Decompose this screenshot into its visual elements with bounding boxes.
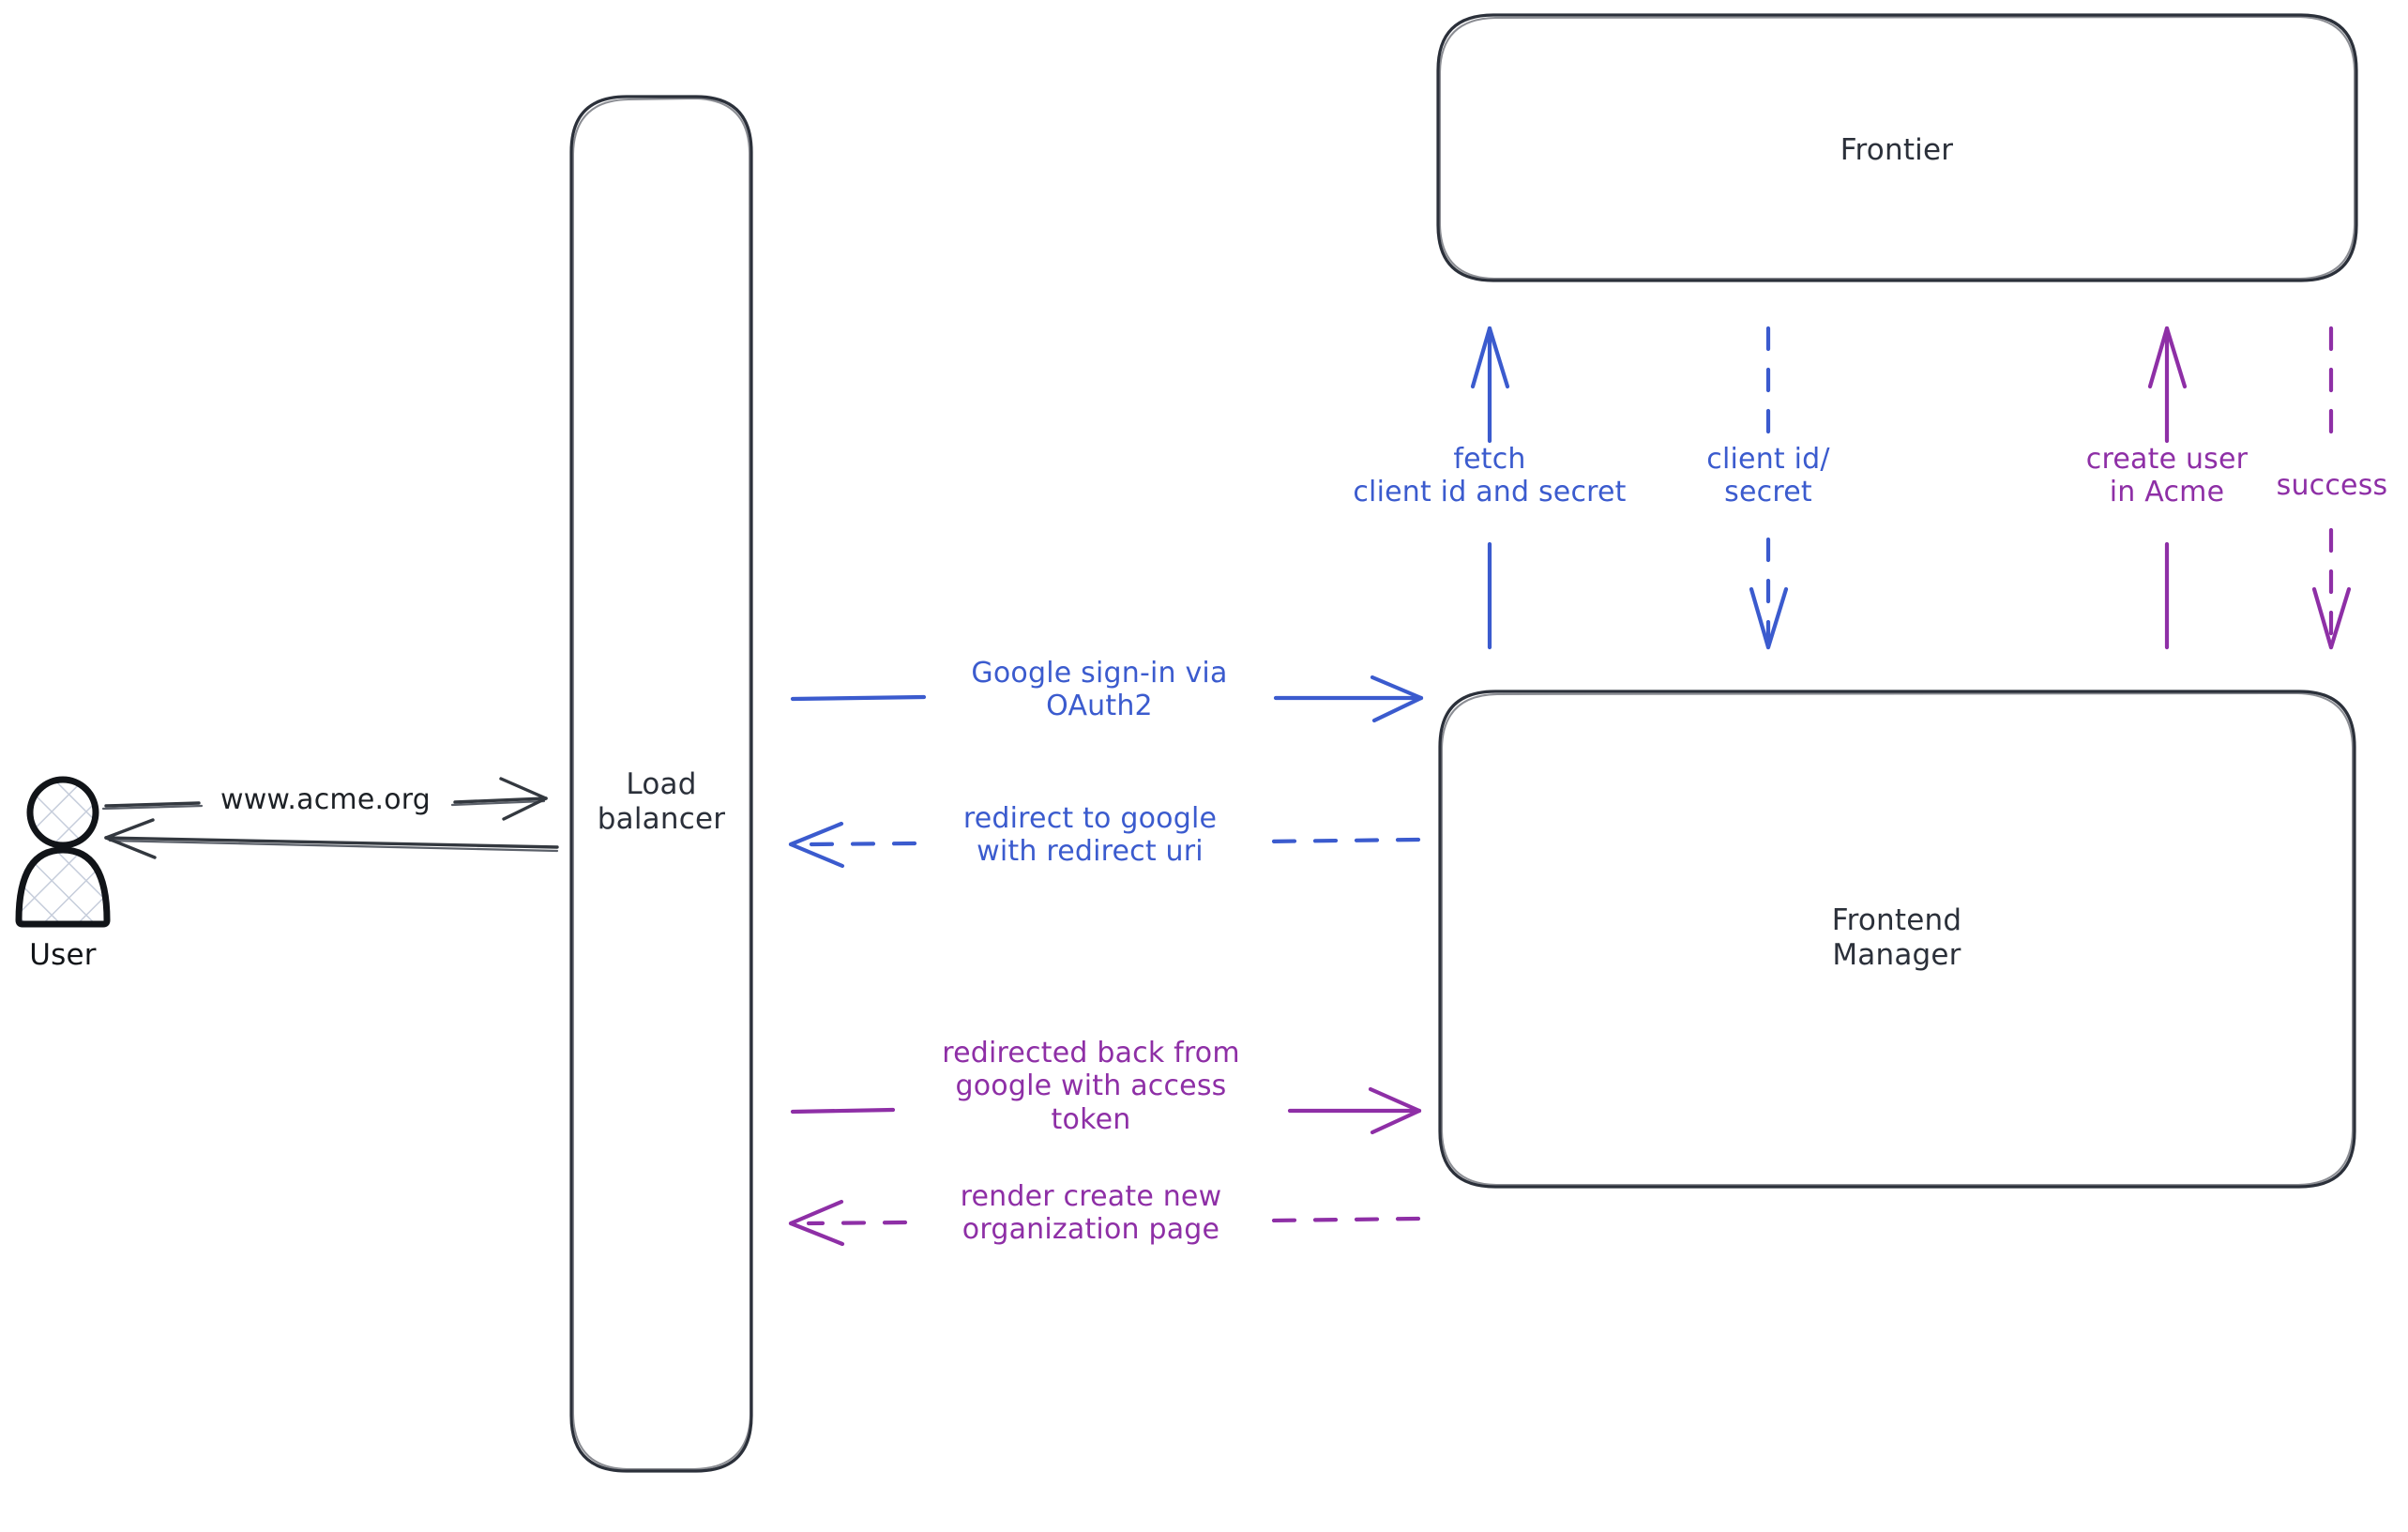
- node-frontier[interactable]: [1436, 13, 2358, 282]
- edge-label-render-create-org: render create new organization page: [960, 1180, 1222, 1247]
- edge-label-fetch-client-id: fetch client id and secret: [1353, 443, 1627, 509]
- edge-label-google-signin: Google sign-in via OAuth2: [971, 657, 1228, 723]
- edge-user-to-lb[interactable]: [101, 777, 548, 821]
- node-load-balancer[interactable]: [569, 95, 753, 1473]
- edge-fm-to-lb-render[interactable]: [788, 1199, 1421, 1247]
- edge-label-client-id-secret: client id/ secret: [1706, 443, 1830, 509]
- edge-fm-to-frontier-create[interactable]: [2147, 326, 2188, 650]
- node-frontier-label: Frontier: [1840, 133, 1954, 167]
- edge-label-success: success: [2276, 469, 2388, 502]
- edge-label-redirect-to-google: redirect to google with redirect uri: [962, 802, 1218, 869]
- node-frontend-manager[interactable]: [1438, 690, 2356, 1189]
- edge-label-user-to-lb: www.acme.org: [220, 783, 432, 816]
- edge-frontier-to-fm-creds[interactable]: [1749, 326, 1789, 650]
- actor-user[interactable]: [15, 776, 111, 928]
- edge-lb-to-fm-token[interactable]: [790, 1086, 1422, 1135]
- edge-frontier-to-fm-success[interactable]: [2311, 326, 2352, 650]
- node-load-balancer-label: Load balancer: [597, 767, 726, 836]
- edge-fm-to-frontier-fetch[interactable]: [1470, 326, 1510, 650]
- edge-label-redirected-back: redirected back from google with access …: [942, 1037, 1240, 1136]
- edge-lb-to-user[interactable]: [104, 818, 559, 859]
- node-frontend-manager-label: Frontend Manager: [1831, 903, 1962, 972]
- edge-label-create-user-in-acme: create user in Acme: [2085, 443, 2249, 509]
- edge-lb-to-fm-signin[interactable]: [790, 675, 1424, 723]
- actor-user-label: User: [29, 938, 97, 972]
- edge-fm-to-lb-redirect[interactable]: [788, 821, 1421, 869]
